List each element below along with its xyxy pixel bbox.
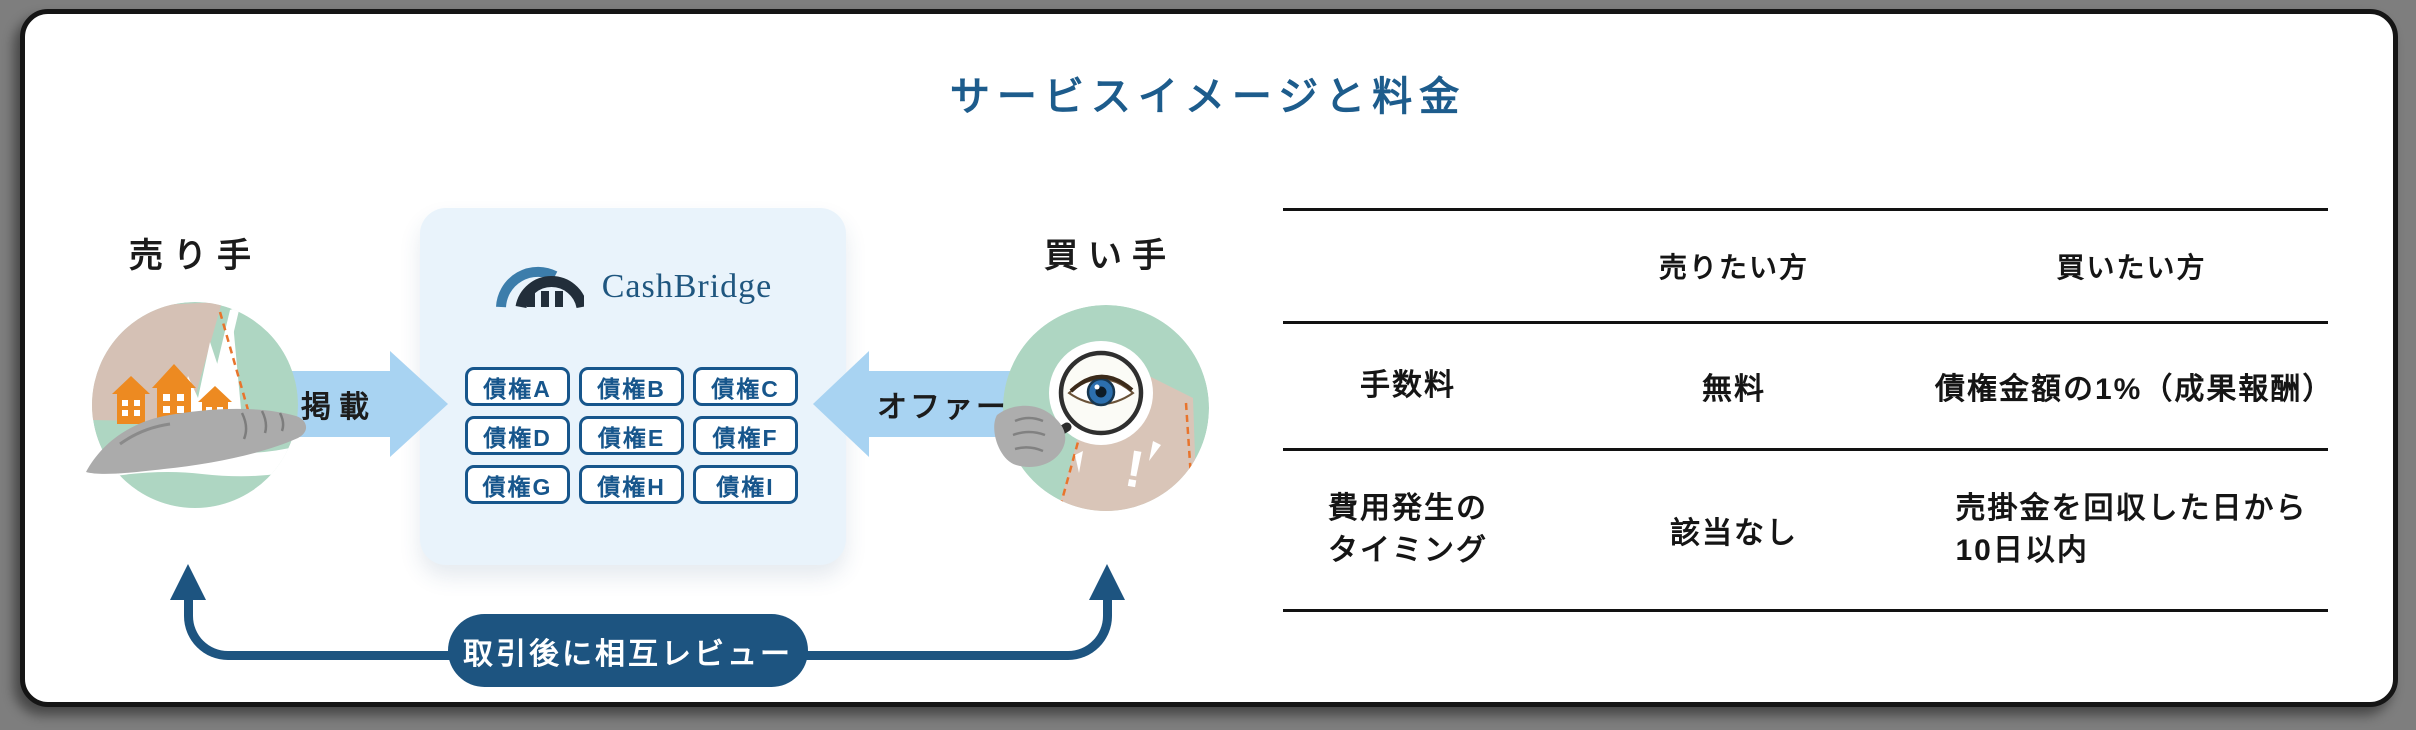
listing-arrow-label: 掲載 (301, 391, 377, 424)
brand-logo: CashBridge (420, 266, 846, 308)
receivable-chip: 債権I (693, 465, 798, 504)
offer-arrow: オファー (869, 371, 1017, 437)
table-cell: 売掛金を回収した日から 10日以内 (1935, 451, 2328, 612)
table-cell: 無料 (1533, 324, 1935, 451)
pricing-table: 売りたい方 買いたい方 手数料 無料 債権金額の1%（成果報酬） 費用発生の タ… (1283, 208, 2332, 612)
hand-icon (994, 405, 1066, 468)
review-arrowhead-right-icon (1089, 564, 1125, 600)
review-arrowhead-left-icon (170, 564, 206, 600)
table-header-seller: 売りたい方 (1533, 211, 1935, 324)
table-cell: 債権金額の1%（成果報酬） (1935, 324, 2332, 451)
table-header-buyer: 買いたい方 (1935, 211, 2328, 324)
timing-label: 費用発生の タイミング (1328, 492, 1488, 567)
brand-name: CashBridge (601, 268, 773, 305)
table-row-label: 費用発生の タイミング (1283, 451, 1533, 612)
fee-label: 手数料 (1360, 369, 1456, 402)
receivable-chip: 債権G (465, 465, 570, 504)
hand-icon (86, 408, 307, 474)
offer-arrow-label: オファー (877, 391, 1009, 424)
table-header-empty (1283, 211, 1533, 324)
page-title: サービスイメージと料金 (949, 75, 1467, 119)
receivable-chip: 債権H (579, 465, 684, 504)
table-cell: 該当なし (1533, 451, 1935, 612)
receivable-chip: 債権E (579, 416, 684, 455)
receivable-chip: 債権A (465, 367, 570, 406)
buyer-label: 買い手 (1044, 237, 1176, 275)
receivable-chip: 債権C (693, 367, 798, 406)
bridge-logo-icon (495, 266, 584, 308)
receivable-chip: 債権B (579, 367, 684, 406)
receivable-chips: 債権A 債権B 債権C 債権D 債権E 債権F 債権G 債権H 債権I (465, 367, 798, 504)
offer-arrowhead-icon (813, 351, 869, 457)
table-row-label: 手数料 (1283, 324, 1533, 451)
review-badge-label: 取引後に相互レビュー (463, 637, 793, 671)
listing-arrowhead-icon (390, 351, 448, 457)
review-badge: 取引後に相互レビュー (448, 614, 808, 687)
receivable-chip: 債権F (693, 416, 798, 455)
receivable-chip: 債権D (465, 416, 570, 455)
seller-label: 売り手 (129, 237, 261, 275)
buyer-image: ! (994, 305, 1209, 511)
timing-buyer-value: 売掛金を回収した日から 10日以内 (1955, 492, 2308, 567)
marketplace-panel: CashBridge 債権A 債権B 債権C 債権D 債権E 債権F 債権G 債… (420, 208, 846, 565)
seller-image (86, 302, 307, 508)
